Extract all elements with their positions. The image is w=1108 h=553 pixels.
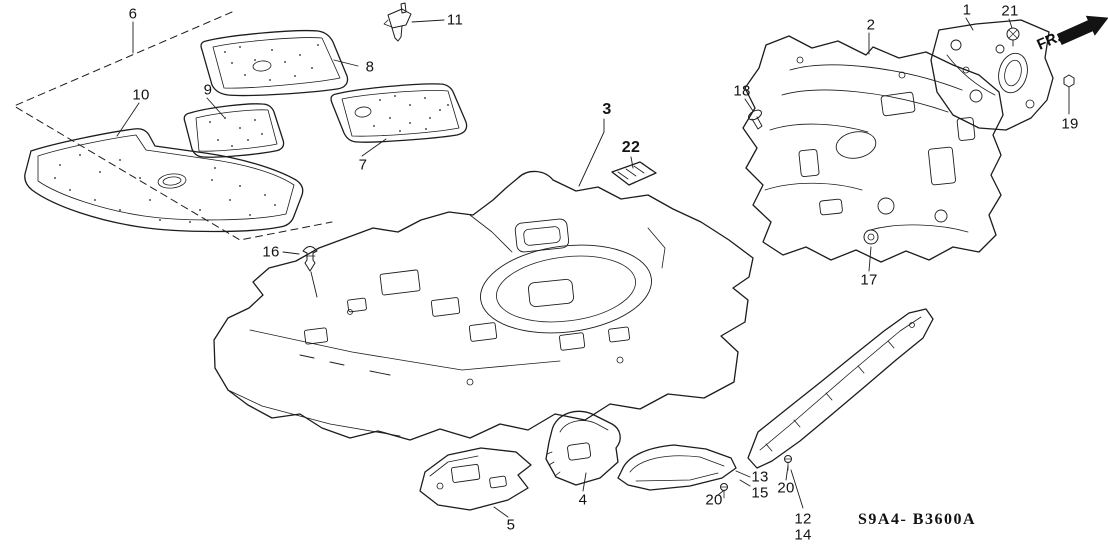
callout-20-right[interactable]: 20	[777, 479, 795, 497]
mat-set-boundary	[13, 11, 333, 241]
callout-5[interactable]: 5	[506, 516, 516, 534]
dash-panel	[930, 19, 1054, 131]
fastener-18	[748, 109, 763, 130]
floor-mat-8	[200, 29, 349, 97]
floor-mat-9	[183, 103, 285, 158]
floor-mat-7	[330, 83, 468, 143]
callout-13[interactable]: 13	[751, 468, 769, 486]
callout-7[interactable]: 7	[358, 156, 368, 174]
callout-22[interactable]: 22	[621, 139, 641, 156]
callout-9[interactable]: 9	[203, 81, 213, 99]
callout-16[interactable]: 16	[262, 243, 280, 261]
fastener-19	[1063, 74, 1075, 95]
floor-mat-set	[24, 29, 468, 233]
callout-10[interactable]: 10	[132, 86, 150, 104]
callout-18[interactable]: 18	[733, 82, 751, 100]
callout-17[interactable]: 17	[860, 271, 878, 289]
callout-21[interactable]: 21	[1001, 2, 1019, 20]
floor-carpet	[213, 170, 754, 441]
floor-mat-10	[24, 128, 304, 233]
fastener-11	[383, 2, 412, 42]
dash-insulator	[742, 35, 1004, 263]
callout-11[interactable]: 11	[446, 11, 464, 29]
fr-direction-arrow	[1056, 15, 1108, 46]
callout-15[interactable]: 15	[751, 484, 769, 502]
garnish-13-15	[617, 444, 737, 491]
callout-8[interactable]: 8	[365, 58, 375, 76]
callout-2[interactable]: 2	[866, 16, 876, 34]
callout-12[interactable]: 12	[794, 510, 812, 528]
fastener-21	[1006, 27, 1020, 47]
callout-20-left[interactable]: 20	[705, 491, 723, 509]
pad-22	[611, 161, 657, 186]
fastener-17	[863, 229, 879, 245]
diagram-code: S9A4- B3600A	[858, 511, 977, 528]
callout-4[interactable]: 4	[578, 491, 588, 509]
fastener-16	[302, 246, 318, 272]
callout-19[interactable]: 19	[1061, 115, 1079, 133]
callout-14[interactable]: 14	[794, 526, 812, 544]
callout-3[interactable]: 3	[602, 101, 612, 118]
fastener-20a	[720, 483, 728, 499]
leader-lines	[116, 17, 1070, 518]
fastener-20b	[784, 455, 792, 471]
callout-6[interactable]: 6	[128, 5, 138, 23]
sill-garnish-12-14	[747, 308, 934, 469]
bracket-5	[419, 447, 532, 511]
callout-1[interactable]: 1	[962, 1, 972, 19]
heel-pad-4	[545, 410, 621, 486]
